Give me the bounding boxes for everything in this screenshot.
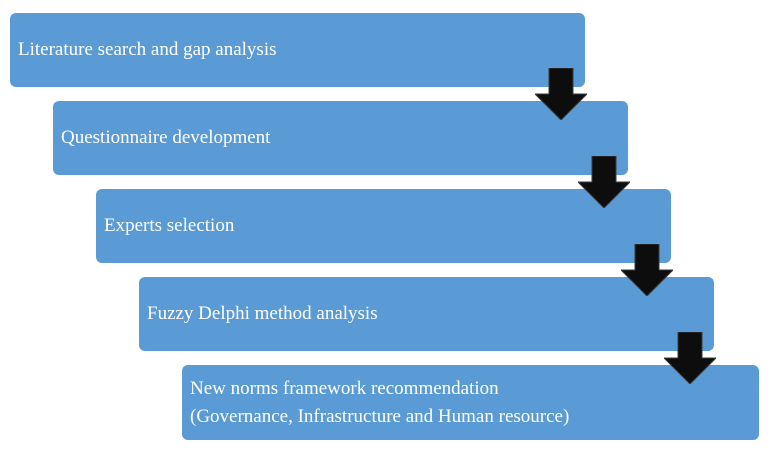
step-3-label: Experts selection	[104, 215, 235, 237]
step-1-label: Literature search and gap analysis	[18, 39, 277, 61]
step-4-label: Fuzzy Delphi method analysis	[147, 303, 378, 325]
step-1-box: Literature search and gap analysis	[10, 13, 585, 87]
down-arrow-icon	[664, 332, 716, 384]
down-arrow-icon	[535, 68, 587, 120]
step-2-box: Questionnaire development	[53, 101, 628, 175]
step-5-label-line-1: New norms framework recommendation	[190, 377, 499, 399]
step-2-label: Questionnaire development	[61, 127, 271, 149]
step-4-box: Fuzzy Delphi method analysis	[139, 277, 714, 351]
down-arrow-icon	[621, 244, 673, 296]
down-arrow-icon	[578, 156, 630, 208]
step-5-box: New norms framework recommendation (Gove…	[182, 365, 759, 440]
step-5-label-line-2: (Governance, Infrastructure and Human re…	[190, 405, 570, 427]
step-3-box: Experts selection	[96, 189, 671, 263]
